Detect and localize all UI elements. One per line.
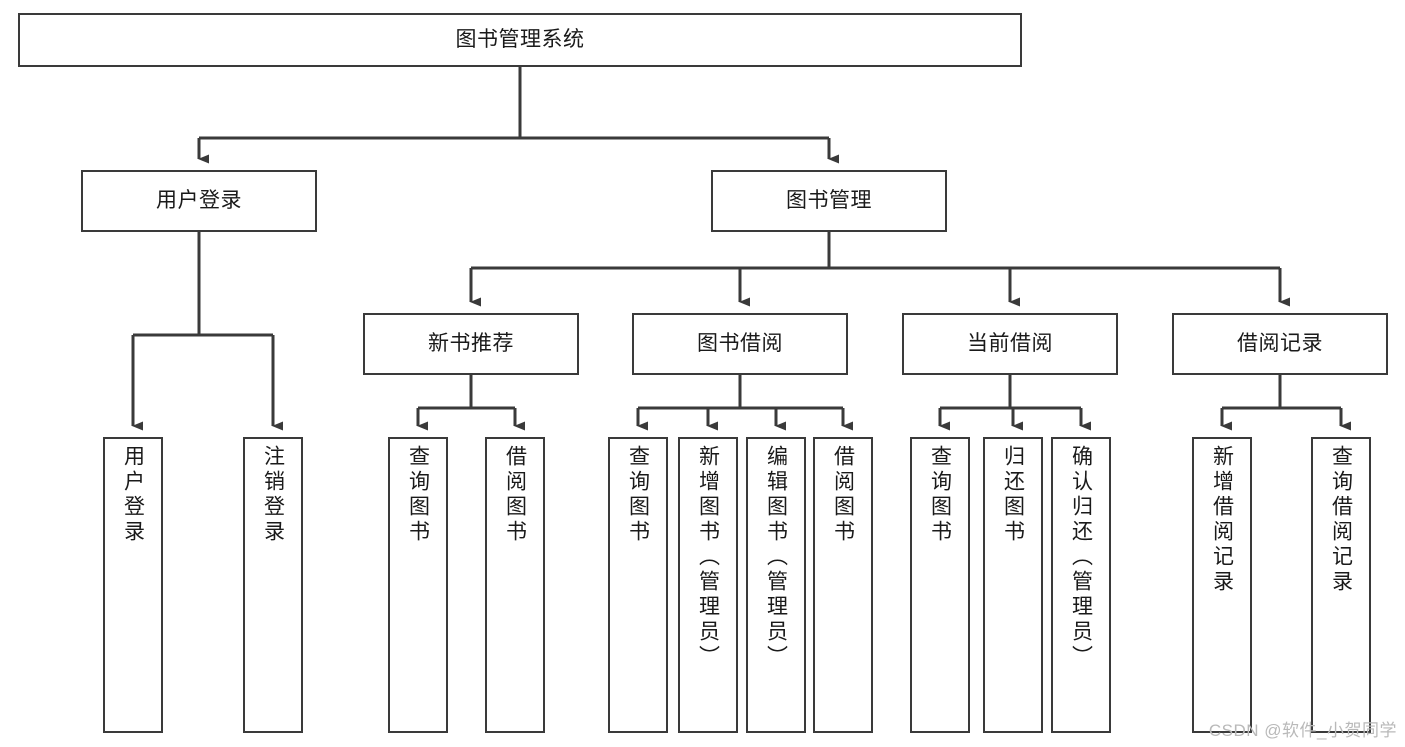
node-label: 新增图书（管理员） [696,445,720,670]
node-label: 编辑图书（管理员） [764,445,788,670]
node-label: 图书借阅 [697,331,783,355]
node-leaf-user-logout[interactable]: 注销登录 [243,437,303,733]
node-root[interactable]: 图书管理系统 [18,13,1022,67]
node-label: 图书管理 [786,188,872,212]
node-label: 查询图书 [626,445,650,545]
node-leaf-query-record[interactable]: 查询借阅记录 [1311,437,1371,733]
node-leaf-borrow-book-2[interactable]: 借阅图书 [813,437,873,733]
node-book-manage[interactable]: 图书管理 [711,170,947,232]
node-leaf-add-record[interactable]: 新增借阅记录 [1192,437,1252,733]
node-user-login[interactable]: 用户登录 [81,170,317,232]
node-book-borrow[interactable]: 图书借阅 [632,313,848,375]
node-label: 用户登录 [156,188,242,212]
node-label: 确认归还（管理员） [1069,445,1093,670]
node-borrow-record[interactable]: 借阅记录 [1172,313,1388,375]
node-label: 借阅记录 [1237,331,1323,355]
node-leaf-return-book[interactable]: 归还图书 [983,437,1043,733]
node-leaf-query-book-3[interactable]: 查询图书 [910,437,970,733]
node-leaf-query-book-1[interactable]: 查询图书 [388,437,448,733]
node-label: 归还图书 [1001,445,1025,545]
node-leaf-user-login[interactable]: 用户登录 [103,437,163,733]
node-label: 借阅图书 [831,445,855,545]
node-label: 图书管理系统 [455,27,585,51]
node-label: 用户登录 [121,445,145,545]
node-leaf-confirm-return[interactable]: 确认归还（管理员） [1051,437,1111,733]
node-label: 新书推荐 [428,331,514,355]
node-current-borrow[interactable]: 当前借阅 [902,313,1118,375]
node-label: 查询图书 [928,445,952,545]
node-label: 查询图书 [406,445,430,545]
node-new-book-rec[interactable]: 新书推荐 [363,313,579,375]
node-leaf-edit-book[interactable]: 编辑图书（管理员） [746,437,806,733]
node-leaf-query-book-2[interactable]: 查询图书 [608,437,668,733]
node-label: 借阅图书 [503,445,527,545]
node-leaf-add-book[interactable]: 新增图书（管理员） [678,437,738,733]
node-label: 新增借阅记录 [1210,445,1234,595]
node-label: 查询借阅记录 [1329,445,1353,595]
node-label: 注销登录 [261,445,285,545]
node-label: 当前借阅 [967,331,1053,355]
node-leaf-borrow-book-1[interactable]: 借阅图书 [485,437,545,733]
